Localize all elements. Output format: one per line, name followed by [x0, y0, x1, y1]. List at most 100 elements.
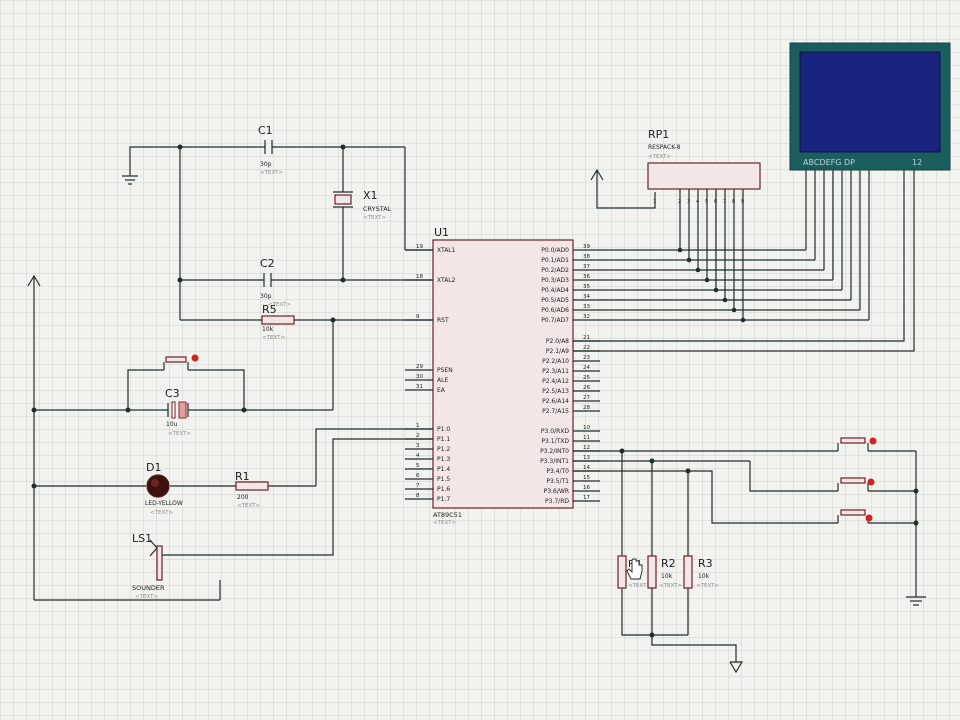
vcc-symbol-left	[27, 274, 41, 290]
reset-pushbutton[interactable]	[163, 354, 199, 371]
u1-pin-number: 29	[416, 364, 423, 370]
u1-pin-name: P1.6	[437, 486, 450, 493]
c1-text: <TEXT>	[260, 170, 283, 176]
u1-pin-name: PSEN	[437, 367, 453, 374]
ground-symbol-top-left	[122, 175, 138, 185]
u1-pin-name: P3.2/INT0	[540, 448, 569, 455]
u1-pin-number: 8	[416, 493, 420, 499]
u1-pin-name: P3.3/INT1	[540, 458, 569, 465]
rp1-pin-number: 8	[732, 199, 735, 205]
crystal-x1[interactable]: X1 CRYSTAL <TEXT>	[333, 189, 392, 221]
u1-pin-number: 16	[583, 485, 590, 491]
sounder-ls1[interactable]: LS1 SOUNDER <TEXT>	[132, 532, 165, 600]
display-screen	[799, 51, 941, 153]
u1-pin-number: 3	[416, 443, 420, 449]
reset-button-knob[interactable]	[191, 354, 199, 362]
u1-pin-number: 1	[416, 423, 420, 429]
r2-text: <TEXT>	[659, 583, 682, 589]
u1-pin-name: P2.6/A14	[542, 398, 569, 405]
rp1-pin-number: 1	[653, 199, 656, 205]
d1-value: LED-YELLOW	[145, 500, 183, 507]
u1-pin-name: P2.2/A10	[542, 358, 569, 365]
u1-pin-number: 25	[583, 375, 590, 381]
pushbutton-1[interactable]	[837, 437, 877, 452]
rp1-pin-number: 2	[678, 199, 681, 205]
display-digit-labels: 12	[912, 158, 922, 167]
resistor-r3[interactable]: R3 10k <TEXT>	[683, 555, 719, 589]
seven-segment-display[interactable]: ABCDEFG DP 12	[789, 42, 951, 171]
c2-ref: C2	[260, 257, 275, 270]
u1-pin-name: P2.1/A9	[546, 348, 569, 355]
u1-pin-number: 27	[583, 395, 590, 401]
u1-pin-number: 28	[583, 405, 590, 411]
resistor-r5[interactable]: R5 10k <TEXT>	[261, 303, 295, 341]
r4-text: <TEXT>	[628, 583, 651, 589]
pushbutton-1-knob[interactable]	[869, 437, 877, 445]
pushbutton-3[interactable]	[837, 509, 873, 523]
capacitor-c1[interactable]: C1 30p <TEXT>	[258, 124, 283, 176]
u1-pin-name: P1.0	[437, 426, 450, 433]
u1-pin-name: P2.5/A13	[542, 388, 569, 395]
u1-pin-name: EA	[437, 387, 446, 394]
pushbutton-2-knob[interactable]	[867, 478, 875, 486]
u1-pin-number: 24	[583, 365, 590, 371]
resistor-r2[interactable]: R2 10k <TEXT>	[647, 555, 682, 589]
x1-text: <TEXT>	[363, 215, 386, 221]
display-segment-labels: ABCDEFG DP	[803, 158, 855, 167]
u1-pin-name: P1.4	[437, 466, 450, 473]
u1-pin-number: 10	[583, 425, 590, 431]
resistor-r1[interactable]: R1 200 <TEXT>	[235, 470, 269, 509]
vcc-symbol-bottom	[729, 661, 744, 674]
u1-pin-name: P0.2/AD2	[541, 267, 569, 274]
ls1-ref: LS1	[132, 532, 152, 545]
led-d1[interactable]: D1 LED-YELLOW <TEXT>	[145, 461, 183, 516]
r3-value: 10k	[698, 573, 710, 580]
u1-pin-number: 23	[583, 355, 590, 361]
u1-pin-number: 33	[583, 304, 590, 310]
r2-value: 10k	[661, 573, 673, 580]
u1-pin-number: 22	[583, 345, 590, 351]
x1-ref: X1	[363, 189, 378, 202]
u1-pin-number: 19	[416, 244, 423, 250]
rp1-pin-number: 6	[714, 199, 717, 205]
u1-pin-name: P0.5/AD5	[541, 297, 569, 304]
u1-pin-number: 39	[583, 244, 590, 250]
pushbutton-3-knob[interactable]	[865, 514, 873, 522]
c1-value: 30p	[260, 161, 272, 168]
capacitor-c2[interactable]: C2 30p <TEXT>	[260, 257, 291, 308]
capacitor-c3[interactable]: C3 10u <TEXT>	[165, 387, 191, 437]
pushbutton-2[interactable]	[837, 477, 875, 491]
u1-text: <TEXT>	[433, 520, 456, 526]
